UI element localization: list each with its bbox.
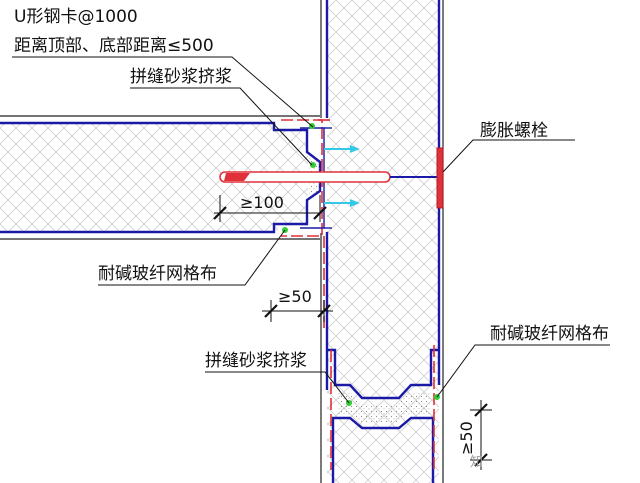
expansion-bolt <box>219 147 444 209</box>
anchor-nails <box>324 145 360 207</box>
label-mesh-right: 耐碱玻纤网格布 <box>490 324 609 344</box>
dimension-overlap-left-text: ≥50 <box>278 287 312 306</box>
vertical-wall-panel <box>320 0 444 483</box>
joint-mortar-fill <box>338 392 430 422</box>
leader-lines <box>12 56 610 404</box>
label-mesh-left: 耐碱玻纤网格布 <box>98 264 217 284</box>
label-joint-mortar-bottom: 拼缝砂浆挤浆 <box>205 351 307 371</box>
dimension-overlap-left <box>262 300 333 322</box>
label-u-clip: U形钢卡@1000 <box>14 7 138 27</box>
label-expansion-bolt: 膨胀螺栓 <box>480 121 548 141</box>
dimension-overlap-right-text: ≥50 <box>457 421 476 455</box>
label-joint-mortar-top: 拼缝砂浆挤浆 <box>130 67 232 87</box>
watermark: 知 <box>470 454 483 470</box>
dimension-overlap-right <box>470 400 492 470</box>
dimension-embed-text: ≥100 <box>240 193 284 212</box>
label-clip-distance: 距离顶部、底部距离≤500 <box>14 36 214 56</box>
dimension-embed <box>213 195 327 222</box>
